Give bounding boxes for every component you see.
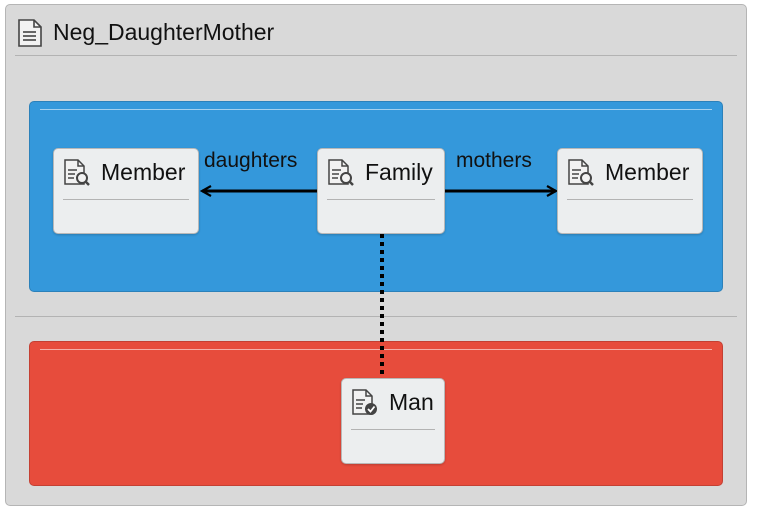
node-divider: [351, 429, 435, 430]
member-right-label: Member: [605, 159, 690, 185]
node-divider: [327, 199, 435, 200]
pattern-check-icon: [352, 389, 377, 415]
family-label: Family: [365, 159, 433, 185]
member-left-node[interactable]: Member: [53, 148, 199, 234]
pattern-search-icon: [568, 159, 594, 186]
document-icon: [18, 19, 42, 47]
panel-divider: [40, 109, 712, 110]
title-divider: [15, 55, 737, 56]
mothers-edge-label: mothers: [456, 149, 532, 172]
daughters-edge-label: daughters: [204, 149, 298, 172]
man-label: Man: [389, 389, 434, 415]
panel-divider: [40, 349, 712, 350]
section-divider: [15, 316, 737, 317]
family-node[interactable]: Family: [317, 148, 445, 234]
member-left-label: Member: [101, 159, 186, 185]
node-divider: [63, 199, 189, 200]
pattern-search-icon: [328, 159, 354, 186]
man-node[interactable]: Man: [341, 378, 445, 464]
member-right-node[interactable]: Member: [557, 148, 703, 234]
diagram-title: Neg_DaughterMother: [53, 19, 275, 45]
edges-layer: [6, 5, 748, 378]
pattern-search-icon: [64, 159, 90, 186]
pattern-frame: Neg_DaughterMother daughters mothers Mem…: [5, 4, 747, 506]
node-divider: [567, 199, 693, 200]
